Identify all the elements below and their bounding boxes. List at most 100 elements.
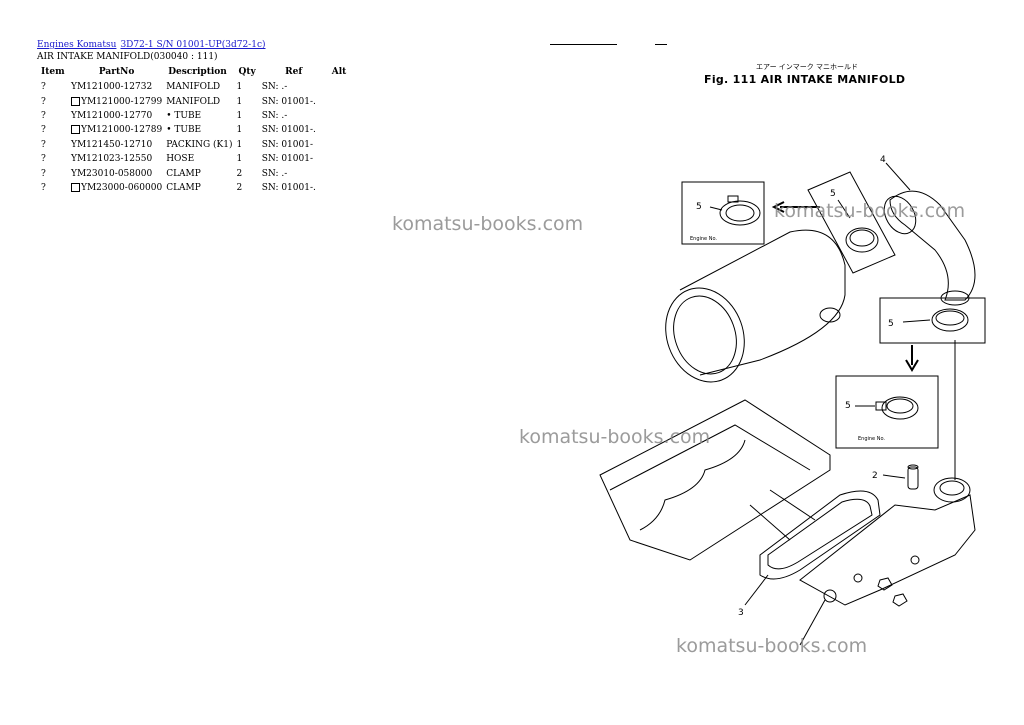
divider-line [550, 44, 617, 45]
cell-description: HOSE [164, 152, 234, 166]
cell-partno-text: YM121023-12550 [71, 154, 153, 165]
tube-part [907, 466, 919, 490]
checkbox-icon[interactable] [71, 182, 80, 192]
cell-partno-text: YM121000-12789 [81, 125, 163, 136]
callout-5: 5 [696, 202, 702, 212]
cell-qty: 2 [234, 166, 259, 180]
cell-item: ? [37, 138, 69, 152]
cell-partno: YM121000-12789 [69, 123, 164, 137]
col-header-item: Item [41, 67, 65, 77]
cell-ref: SN: 01001- [260, 152, 328, 166]
cell-alt [328, 94, 351, 108]
cell-alt [328, 166, 351, 180]
section-title: AIR INTAKE MANIFOLD(030040 : 111) [37, 52, 218, 62]
cell-partno-text: YM121000-12799 [81, 96, 163, 107]
cell-qty-text: 1 [236, 110, 243, 121]
cell-qty: 2 [234, 181, 259, 195]
cell-description-text: MANIFOLD [166, 96, 221, 107]
cell-description: • TUBE [164, 109, 234, 123]
callout-3: 3 [738, 608, 744, 618]
cell-partno-text: YM121000-12732 [71, 82, 153, 93]
cell-item-text: ? [41, 96, 46, 107]
cell-ref-text: SN: 01001- [261, 154, 314, 165]
cell-qty: 1 [234, 80, 259, 94]
air-filter-canister [679, 229, 846, 376]
breadcrumb-link-engines[interactable]: Engines Komatsu [37, 40, 117, 50]
cell-ref-text: SN: 01001-. [261, 182, 316, 193]
cell-item-text: ? [41, 139, 46, 150]
cell-partno-text: YM121000-12770 [71, 110, 153, 121]
cell-qty-text: 1 [236, 139, 243, 150]
col-header-partno: PartNo [98, 67, 135, 77]
cell-ref: SN: 01001-. [260, 123, 328, 137]
cell-description: CLAMP [164, 166, 234, 180]
cell-ref-text: SN: 01001-. [261, 125, 316, 136]
breadcrumb-link-model[interactable]: 3D72-1 S/N 01001-UP(3d72-1c) [120, 40, 266, 50]
col-header-description: Description [168, 67, 227, 77]
cell-partno-text: YM23000-060000 [81, 182, 163, 193]
watermark-text: komatsu-books.com [519, 426, 711, 448]
cell-description-text: • TUBE [166, 125, 202, 136]
cell-alt [328, 152, 351, 166]
hose-part [889, 190, 976, 301]
cell-partno: YM23000-060000 [69, 181, 164, 195]
engine-cylinder-head [599, 399, 831, 561]
cell-description: MANIFOLD [164, 80, 234, 94]
watermark-text: komatsu-books.com [774, 200, 966, 222]
cell-description: CLAMP [164, 181, 234, 195]
packing-gasket [759, 490, 881, 580]
cell-qty: 1 [234, 109, 259, 123]
cell-qty-text: 1 [236, 96, 243, 107]
figure-title: Fig. 111 AIR INTAKE MANIFOLD [704, 73, 906, 86]
cell-description-text: CLAMP [166, 168, 201, 179]
checkbox-icon[interactable] [71, 125, 80, 135]
cell-item: ? [37, 80, 69, 94]
cell-item-text: ? [41, 154, 46, 165]
cell-qty-text: 1 [236, 125, 243, 136]
cell-item: ? [37, 123, 69, 137]
cell-ref-text: SN: 01001- [261, 139, 314, 150]
cell-item-text: ? [41, 82, 46, 93]
checkbox-icon[interactable] [71, 96, 80, 106]
cell-ref-text: SN: 01001-. [261, 96, 316, 107]
cell-description-text: CLAMP [166, 182, 201, 193]
cell-qty-text: 2 [236, 182, 243, 193]
cell-partno: YM121000-12799 [69, 94, 164, 108]
cell-item: ? [37, 152, 69, 166]
cell-item: ? [37, 94, 69, 108]
cell-alt [328, 138, 351, 152]
cell-partno: YM23010-058000 [69, 166, 164, 180]
cell-ref: SN: .- [260, 166, 328, 180]
cell-item-text: ? [41, 125, 46, 136]
cell-qty-text: 1 [236, 154, 243, 165]
col-header-alt: Alt [331, 67, 347, 77]
inset-box-engine-no [681, 181, 765, 245]
cell-partno: YM121000-12732 [69, 80, 164, 94]
table-header-row: Item PartNo Description Qty Ref Alt [37, 66, 350, 80]
cell-partno: YM121450-12710 [69, 138, 164, 152]
cell-ref-text: SN: .- [261, 110, 288, 121]
svg-text:Engine No.: Engine No. [858, 436, 885, 442]
cell-qty-text: 1 [236, 82, 243, 93]
callout-2: 2 [872, 471, 878, 481]
cell-description-text: PACKING (K1) [166, 139, 233, 150]
cell-ref-text: SN: .- [261, 82, 288, 93]
exploded-parts-diagram: 4 5 Engine No. 5 5 5 Engine No. 3 [599, 155, 986, 646]
col-header-qty: Qty [238, 67, 256, 77]
cell-qty: 1 [234, 123, 259, 137]
cell-alt [328, 181, 351, 195]
cell-item: ? [37, 109, 69, 123]
cell-partno-text: YM121450-12710 [71, 139, 153, 150]
cell-partno-text: YM23010-058000 [71, 168, 153, 179]
svg-text:Engine No.: Engine No. [690, 236, 717, 242]
watermark-text: komatsu-books.com [392, 213, 584, 235]
cell-description: • TUBE [164, 123, 234, 137]
callout-5: 5 [830, 189, 836, 199]
cell-qty: 1 [234, 94, 259, 108]
inset-box-clamp-2 [879, 297, 986, 344]
inset-box-clamp [807, 171, 896, 274]
